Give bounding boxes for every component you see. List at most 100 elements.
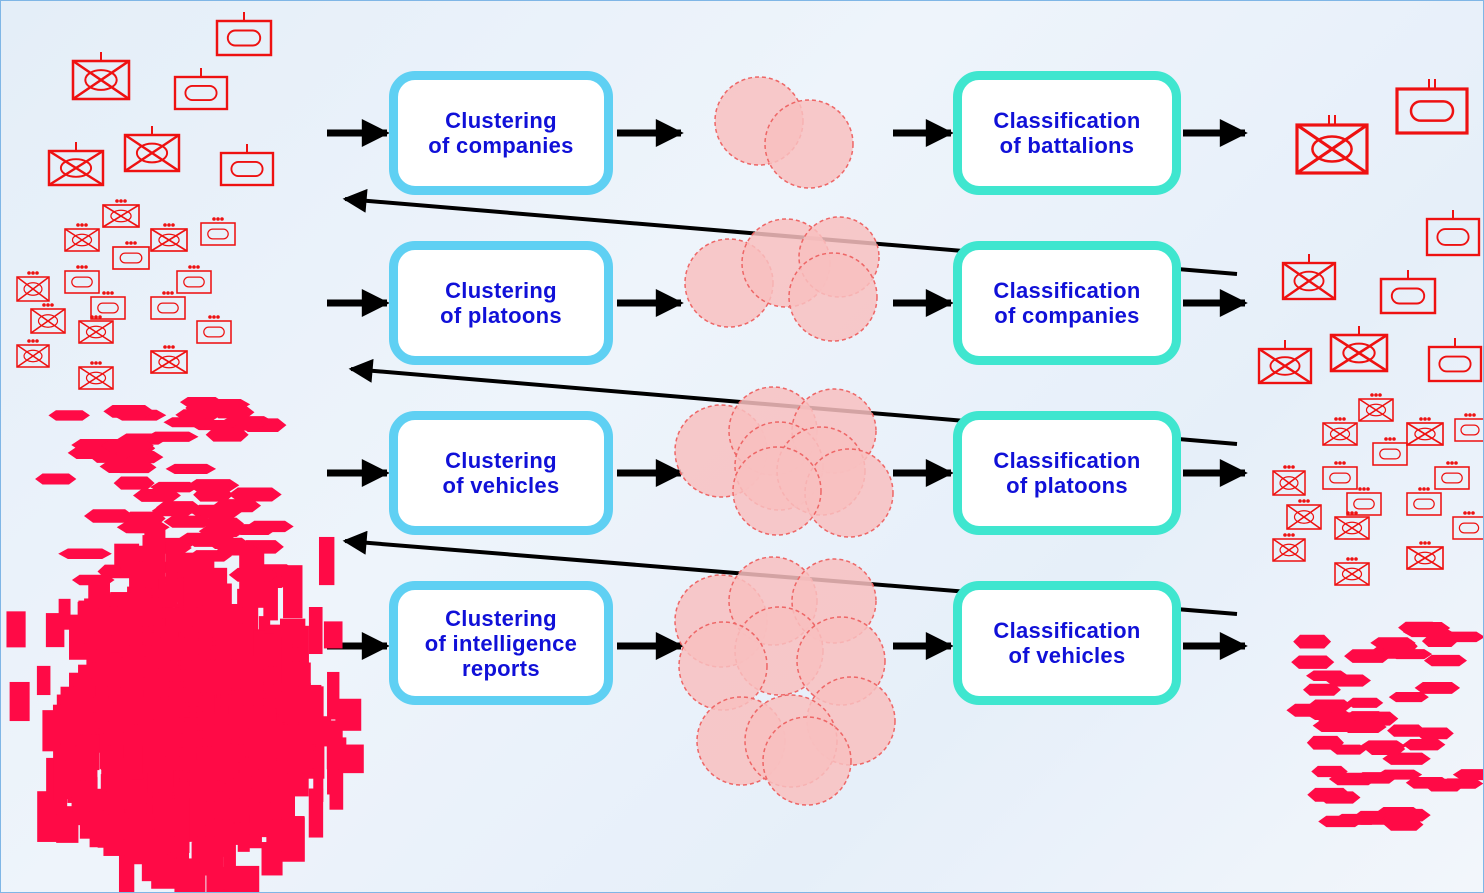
vehicle-icon (165, 463, 217, 474)
clustering-companies-line1: Clustering (445, 108, 557, 133)
report-icon (168, 687, 189, 718)
vehicle-icon (1402, 739, 1446, 751)
report-icon (182, 721, 193, 773)
report-icon (120, 663, 139, 725)
vehicle-icon (1344, 649, 1392, 663)
infantry-unit-icon (1272, 533, 1306, 562)
report-icon (272, 760, 288, 820)
report-icon (260, 633, 278, 667)
report-icon (158, 787, 173, 826)
classification-battalions-line2: of battalions (999, 133, 1135, 158)
report-icon (37, 791, 60, 842)
cluster-circles (674, 76, 896, 806)
infantry-unit-icon (150, 345, 188, 374)
armor-unit-icon (215, 12, 273, 57)
vehicle-icon (1360, 740, 1405, 751)
vehicle-icon (228, 487, 282, 502)
vehicle-icon (35, 473, 77, 485)
classification-companies-line1: Classification (993, 278, 1141, 303)
infantry-unit-icon (123, 126, 181, 173)
vehicle-icon (1383, 808, 1431, 822)
vehicle-icon (1370, 637, 1416, 649)
classification-vehicles-line1: Classification (993, 618, 1141, 643)
report-icon (220, 781, 231, 840)
report-icon (240, 669, 264, 706)
report-icon (308, 607, 323, 655)
report-icon (145, 645, 159, 674)
report-icon (73, 678, 92, 735)
clustering-platoons-line2: of platoons (440, 303, 562, 328)
classification-companies-line2: of companies (994, 303, 1140, 328)
report-icon (242, 596, 254, 656)
infantry-unit-icon (1334, 557, 1370, 586)
vehicle-icon (1306, 670, 1349, 681)
report-icon (282, 661, 301, 723)
infantry-unit-icon (1406, 417, 1444, 446)
vehicle-icon (1346, 697, 1384, 708)
report-icon (132, 779, 147, 804)
vehicle-icon (1382, 752, 1431, 765)
report-icon (53, 760, 68, 815)
clustering-vehicles-line1: Clustering (445, 448, 557, 473)
report-icon (180, 609, 192, 670)
vehicle-icon (1286, 703, 1335, 717)
cluster-circle-icon (764, 99, 854, 189)
clustering-reports-line1: Clustering (445, 605, 557, 631)
cluster-circle-icon (804, 448, 894, 538)
armor-unit-icon (64, 265, 100, 294)
report-icon (94, 608, 111, 634)
armor-unit-icon (90, 291, 126, 320)
vehicle-icon (99, 460, 152, 473)
infantry-unit-icon (78, 315, 114, 344)
vehicle-icon (103, 404, 155, 418)
cluster-circle-icon (732, 446, 822, 536)
vehicle-icon (221, 418, 265, 431)
vehicle-icon (1405, 776, 1451, 789)
report-icon (202, 695, 215, 739)
clustering-platoons-box: Clustering of platoons (389, 241, 613, 365)
infantry-unit-icon (1272, 465, 1306, 496)
classification-platoons-line2: of platoons (1006, 473, 1128, 498)
report-icon (258, 616, 271, 643)
report-icon (281, 817, 305, 862)
report-icon (6, 611, 26, 648)
report-icon (298, 686, 324, 745)
clustering-reports-line3: reports (462, 655, 540, 681)
report-icon (36, 665, 51, 696)
armor-unit-icon (219, 144, 275, 187)
vehicle-icon (113, 476, 155, 490)
vehicle-icon (1376, 769, 1423, 780)
report-icon (108, 745, 124, 777)
report-icon (227, 603, 239, 632)
report-icon (93, 696, 109, 722)
vehicle-icon (1318, 815, 1364, 828)
report-icon (206, 851, 224, 892)
vehicle-icon (133, 489, 181, 502)
vehicle-icon (84, 509, 135, 523)
report-icon (148, 597, 163, 631)
armor-unit-icon (173, 68, 229, 111)
vehicle-icon (1303, 683, 1341, 696)
report-icon (183, 554, 203, 606)
armor-unit-icon (1372, 437, 1408, 466)
vehicle-icon (207, 537, 250, 550)
report-icon (263, 581, 278, 621)
classification-platoons-box: Classification of platoons (953, 411, 1181, 535)
armor-unit-icon (200, 217, 236, 246)
clustering-platoons-line1: Clustering (445, 278, 557, 303)
report-icon (313, 750, 324, 802)
report-icon (85, 712, 96, 762)
infantry-unit-icon (1358, 393, 1394, 422)
vehicle-icon (1388, 692, 1429, 703)
armor-unit-icon (1454, 413, 1483, 442)
clustering-vehicles-box: Clustering of vehicles (389, 411, 613, 535)
vehicle-icon (1402, 626, 1453, 638)
infantry-unit-icon (150, 223, 188, 252)
report-icon (165, 578, 187, 603)
armor-unit-icon (176, 265, 212, 294)
report-icon (248, 788, 260, 815)
vehicle-icon (1291, 655, 1335, 669)
infantry-unit-icon (16, 271, 50, 302)
classification-vehicles-box: Classification of vehicles (953, 581, 1181, 705)
